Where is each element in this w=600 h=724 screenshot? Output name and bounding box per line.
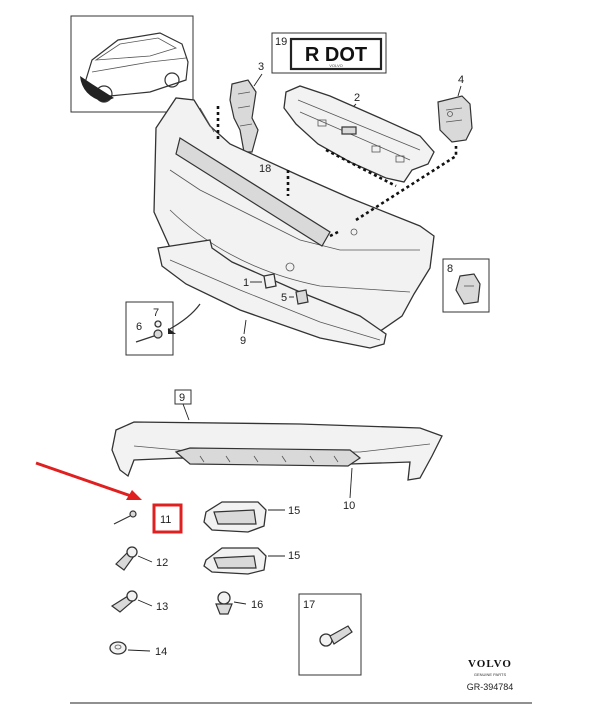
detail-box-17: 17 bbox=[298, 593, 362, 676]
part-11: 11 bbox=[113, 503, 183, 534]
callout-4: 4 bbox=[458, 74, 464, 86]
part-14: 14 bbox=[109, 641, 167, 658]
callout-5: 5 bbox=[281, 292, 287, 304]
callout-2: 2 bbox=[354, 92, 360, 104]
footer: VOLVO GENUINE PARTS GR-394784 bbox=[70, 658, 532, 704]
volvo-logo: VOLVO bbox=[468, 658, 512, 670]
volvo-logo-sub: GENUINE PARTS bbox=[474, 672, 507, 677]
part-16: 16 bbox=[215, 591, 263, 615]
callout-15-lower: 15 bbox=[288, 550, 300, 562]
part-5: 5 bbox=[281, 289, 309, 305]
part-12: 12 bbox=[115, 546, 168, 571]
callout-3: 3 bbox=[258, 61, 264, 73]
plate-text: R DOT bbox=[305, 44, 367, 66]
part-15-upper: 15 bbox=[203, 501, 300, 533]
callout-17: 17 bbox=[303, 599, 315, 611]
callout-16: 16 bbox=[251, 599, 263, 611]
callout-14: 14 bbox=[155, 646, 167, 658]
callout-11: 11 bbox=[160, 514, 171, 526]
cover-part-2: 2 bbox=[283, 85, 435, 183]
callout-19: 19 bbox=[275, 36, 287, 48]
detail-box-6-7: 7 6 bbox=[125, 301, 201, 356]
diffuser-slots bbox=[199, 455, 339, 463]
assembly-lines bbox=[216, 106, 458, 238]
highlight-arrow bbox=[35, 461, 142, 500]
callout-10: 10 bbox=[343, 500, 355, 512]
callout-7: 7 bbox=[153, 307, 159, 319]
callout-6: 6 bbox=[136, 321, 142, 333]
plate-brand: VOLVO bbox=[329, 63, 343, 68]
license-plate-group: 19 R DOT VOLVO bbox=[271, 32, 387, 74]
diffuser-main-view bbox=[157, 239, 387, 349]
callout-8: 8 bbox=[447, 263, 453, 275]
reference-number: GR-394784 bbox=[467, 682, 514, 692]
callout-13: 13 bbox=[156, 601, 168, 613]
callout-9-detail: 9 bbox=[179, 392, 185, 404]
callout-9-main: 9 bbox=[240, 335, 246, 347]
bracket-part-3: 3 bbox=[229, 61, 264, 153]
detail-box-8: 8 bbox=[442, 258, 490, 313]
highlight-box-11 bbox=[152, 503, 183, 534]
bracket-part-4: 4 bbox=[437, 74, 473, 143]
part-15-lower: 15 bbox=[203, 547, 300, 575]
diffuser-detail: 9 10 bbox=[111, 389, 443, 512]
callout-15-upper: 15 bbox=[288, 505, 300, 517]
car-thumbnail bbox=[70, 15, 194, 113]
callout-18: 18 bbox=[259, 163, 271, 175]
callout-12: 12 bbox=[156, 557, 168, 569]
part-13: 13 bbox=[110, 590, 168, 613]
part-1: 1 bbox=[243, 273, 277, 289]
callout-1: 1 bbox=[243, 277, 249, 289]
